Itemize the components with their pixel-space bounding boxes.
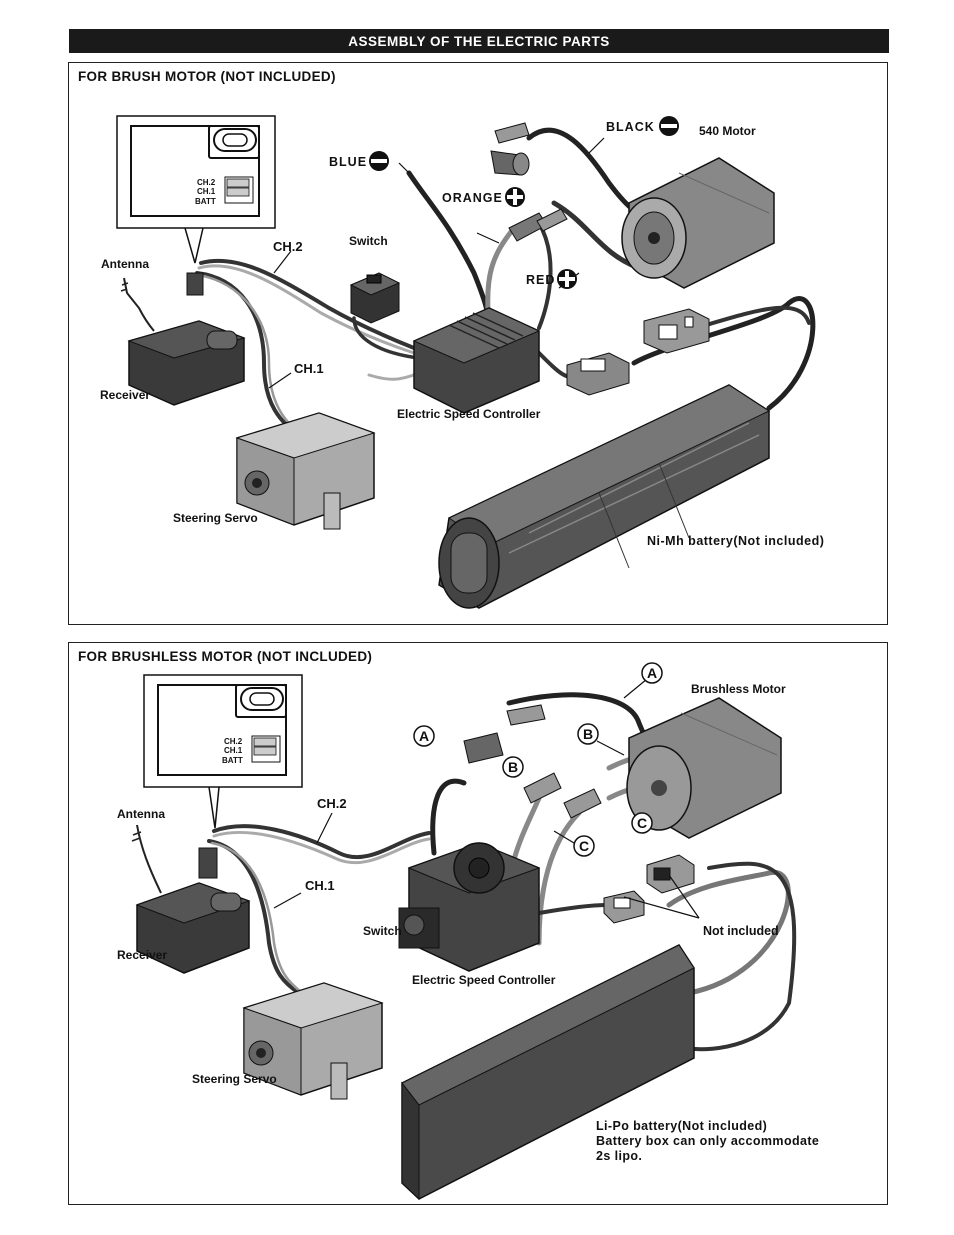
ch2-slot-label: CH.2 xyxy=(197,178,216,187)
nimh-battery xyxy=(438,384,771,609)
switch-label: Switch xyxy=(349,234,388,248)
brush-wiring-diagram: CH.2 CH.1 BATT xyxy=(100,115,824,609)
steering-servo xyxy=(235,412,376,530)
svg-text:C: C xyxy=(637,815,647,831)
ch1-slot-label: CH.1 xyxy=(197,187,216,196)
connector-letter-c-icon: C xyxy=(573,835,595,857)
svg-text:A: A xyxy=(647,665,657,681)
motor-bullets xyxy=(463,704,602,819)
connector-letter-a-icon: A xyxy=(641,662,663,684)
black-wire-label: BLACK xyxy=(606,120,655,134)
battery-label: Ni-Mh battery(Not included) xyxy=(647,534,824,548)
orange-wire-label: ORANGE xyxy=(442,191,503,205)
connector-letter-a-icon: A xyxy=(413,725,435,747)
connector-letter-b-icon: B xyxy=(502,756,524,778)
svg-text:B: B xyxy=(583,726,593,742)
ch1-label: CH.1 xyxy=(305,878,335,893)
servo-label: Steering Servo xyxy=(173,511,258,525)
blue-wire-label: BLUE xyxy=(329,155,367,169)
switch-unit xyxy=(349,272,401,324)
brush-motor xyxy=(621,157,775,289)
esc-label: Electric Speed Controller xyxy=(397,407,541,421)
connector-letter-c-icon: C xyxy=(631,812,653,834)
motor-label: 540 Motor xyxy=(699,124,756,138)
antenna-label: Antenna xyxy=(101,257,149,271)
motor-bullets xyxy=(490,122,568,242)
esc-unit xyxy=(412,307,630,414)
antenna-label: Antenna xyxy=(117,807,165,821)
steering-servo xyxy=(242,982,384,1100)
svg-text:C: C xyxy=(579,838,589,854)
receiver-inset: CH.2 CH.1 BATT xyxy=(116,115,276,264)
receiver-inset: CH.2 CH.1 BATT xyxy=(143,674,303,829)
brushless-motor xyxy=(626,697,782,839)
section-header: ASSEMBLY OF THE ELECTRIC PARTS xyxy=(69,29,889,53)
servo-label: Steering Servo xyxy=(192,1072,277,1086)
brushless-motor-panel: FOR BRUSHLESS MOTOR (NOT INCLUDED) CH.2 … xyxy=(68,642,888,1205)
svg-text:B: B xyxy=(508,759,518,775)
switch-label: Switch xyxy=(363,924,402,938)
section-header-title: ASSEMBLY OF THE ELECTRIC PARTS xyxy=(348,33,610,49)
red-wire-label: RED xyxy=(526,273,555,287)
receiver-label: Receiver xyxy=(100,388,150,402)
minus-sign-icon xyxy=(369,151,389,171)
brushless-panel-title: FOR BRUSHLESS MOTOR (NOT INCLUDED) xyxy=(78,649,373,664)
motor-label: Brushless Motor xyxy=(691,682,786,696)
batt-slot-label: BATT xyxy=(222,756,243,765)
ch2-slot-label: CH.2 xyxy=(224,737,243,746)
brushless-esc-unit xyxy=(398,842,541,972)
lipo-note-line-2: Battery box can only accommodate xyxy=(596,1134,820,1148)
ch1-slot-label: CH.1 xyxy=(224,746,243,755)
receiver-label: Receiver xyxy=(117,948,167,962)
ch1-label: CH.1 xyxy=(294,361,324,376)
svg-text:A: A xyxy=(419,728,429,744)
lipo-battery-box xyxy=(401,944,695,1201)
batt-slot-label: BATT xyxy=(195,197,216,206)
brushless-wiring-diagram: CH.2 CH.1 BATT xyxy=(117,662,797,1201)
not-included-label: Not included xyxy=(703,924,779,938)
brush-motor-panel: FOR BRUSH MOTOR (NOT INCLUDED) CH.2 CH.1… xyxy=(68,62,888,625)
ch2-label: CH.2 xyxy=(273,239,303,254)
receiver-unit xyxy=(120,272,246,406)
battery-plug xyxy=(603,854,695,924)
minus-sign-icon xyxy=(659,116,679,136)
ch2-label: CH.2 xyxy=(317,796,347,811)
receiver-unit xyxy=(131,824,251,974)
lipo-note-line-1: Li-Po battery(Not included) xyxy=(596,1119,768,1133)
plus-sign-icon xyxy=(505,187,525,207)
battery-plug xyxy=(643,308,710,354)
plus-sign-icon xyxy=(557,269,577,289)
esc-label: Electric Speed Controller xyxy=(412,973,556,987)
brush-panel-title: FOR BRUSH MOTOR (NOT INCLUDED) xyxy=(78,69,336,84)
lipo-battery-note: Li-Po battery(Not included) Battery box … xyxy=(596,1119,819,1164)
lipo-note-line-3: 2s lipo. xyxy=(596,1149,643,1163)
connector-letter-b-icon: B xyxy=(577,723,599,745)
